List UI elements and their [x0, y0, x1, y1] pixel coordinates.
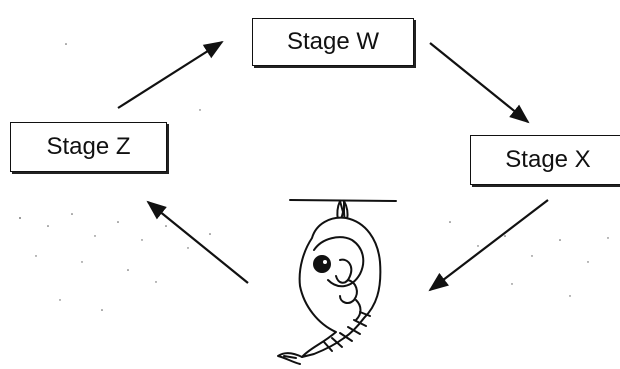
- stage-w-label: Stage W: [287, 28, 379, 56]
- stage-x-box: Stage X: [470, 135, 620, 185]
- arrow-z-to-w: [118, 42, 222, 108]
- pupa-illustration: [278, 200, 396, 364]
- stage-z-box: Stage Z: [10, 122, 167, 172]
- arrow-x-to-pupa: [430, 200, 548, 290]
- arrow-w-to-x: [430, 43, 528, 122]
- stage-w-box: Stage W: [252, 18, 414, 66]
- stage-z-label: Stage Z: [46, 133, 130, 161]
- arrow-pupa-to-z: [148, 202, 248, 283]
- stage-x-label: Stage X: [505, 146, 590, 174]
